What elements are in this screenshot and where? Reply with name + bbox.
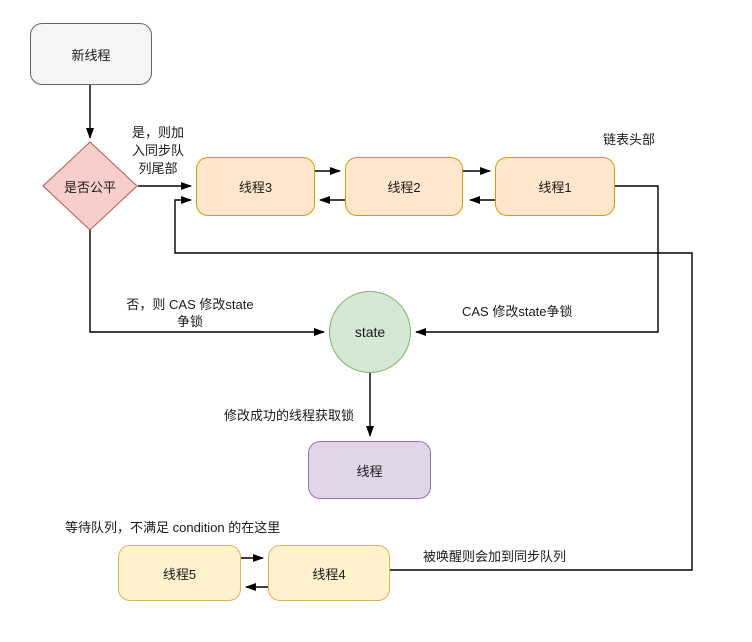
node-thread1-label: 线程1 xyxy=(538,180,572,195)
node-fair-decision-label: 是否公平 xyxy=(63,179,116,195)
node-locked-thread: 线程 xyxy=(308,441,431,499)
annotation-list-head: 链表头部 xyxy=(603,132,656,147)
edge-label-yes-branch: 是，则加 入同步队 列尾部 xyxy=(131,125,184,176)
edge-thread4-to-thread3 xyxy=(174,196,693,571)
edge-label-acquire-lock: 修改成功的线程获取锁 xyxy=(224,408,355,423)
node-thread1: 线程1 xyxy=(495,157,615,216)
node-new-thread: 新线程 xyxy=(30,23,152,85)
node-fair-decision: 是否公平 xyxy=(43,142,137,230)
node-thread5: 线程5 xyxy=(118,545,241,601)
node-thread4-label: 线程4 xyxy=(312,566,346,582)
node-state-label: state xyxy=(354,324,386,340)
annotation-wait-queue: 等待队列，不满足 condition 的在这里 xyxy=(65,520,281,535)
node-thread3: 线程3 xyxy=(196,157,315,216)
node-locked-thread-label: 线程 xyxy=(356,463,383,479)
edge-label-cas-right: CAS 修改state争锁 xyxy=(462,304,573,319)
node-state: state xyxy=(329,291,411,373)
node-thread5-label: 线程5 xyxy=(162,566,197,582)
node-thread4: 线程4 xyxy=(268,545,390,601)
edge-thread1-to-state xyxy=(415,185,659,336)
node-thread3-label: 线程3 xyxy=(238,180,273,195)
node-thread2-label: 线程2 xyxy=(387,180,421,195)
node-new-thread-label: 新线程 xyxy=(71,47,111,63)
node-thread2: 线程2 xyxy=(345,157,463,216)
edge-decision-to-state xyxy=(89,230,325,336)
edge-label-awakened: 被唤醒则会加到同步队列 xyxy=(423,549,567,564)
edge-label-no-cas: 否，则 CAS 修改state 争锁 xyxy=(126,297,254,329)
